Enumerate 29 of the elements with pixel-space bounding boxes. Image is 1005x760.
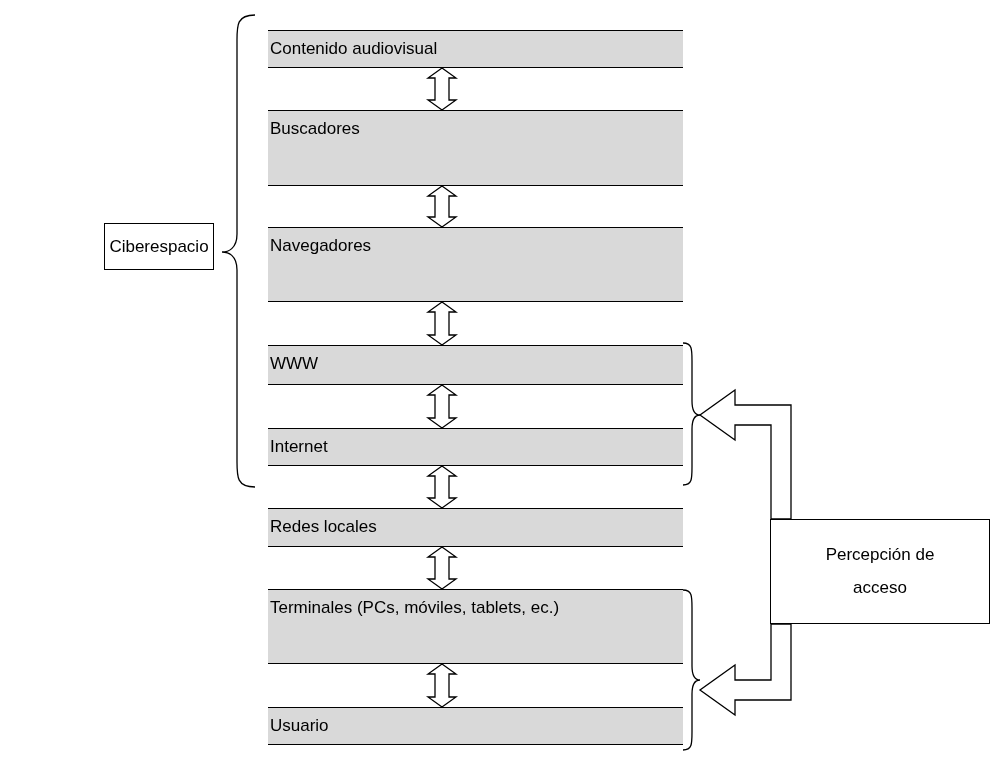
- layer-band: [268, 707, 683, 745]
- double-arrow: [425, 301, 459, 346]
- layer-label: Contenido audiovisual: [270, 38, 439, 60]
- double-arrow: [425, 67, 459, 111]
- double-arrow: [425, 663, 459, 708]
- block-arrow: [698, 623, 792, 717]
- layer-label: Terminales (PCs, móviles, tablets, ec.): [270, 597, 561, 619]
- layer-band: [268, 508, 683, 547]
- double-arrow: [425, 185, 459, 228]
- box-label: Ciberespacio: [109, 236, 209, 257]
- layer-band: [268, 110, 683, 186]
- block-arrow: [698, 388, 792, 520]
- layer-band: [268, 428, 683, 466]
- double-arrow: [425, 384, 459, 429]
- layer-band: [268, 30, 683, 68]
- double-arrow: [425, 546, 459, 590]
- box-label: Percepción de acceso: [824, 544, 936, 599]
- layer-label: Usuario: [270, 715, 330, 737]
- label-box: [770, 519, 990, 624]
- layer-band: [268, 345, 683, 385]
- layer-label: Redes locales: [270, 516, 378, 538]
- layer-label: Buscadores: [270, 118, 361, 140]
- layer-band: [268, 589, 683, 664]
- layer-band: [268, 227, 683, 302]
- layer-label: WWW: [270, 353, 320, 375]
- layer-label: Navegadores: [270, 235, 373, 257]
- label-box: [104, 223, 214, 270]
- layer-label: Internet: [270, 436, 329, 458]
- double-arrow: [425, 465, 459, 509]
